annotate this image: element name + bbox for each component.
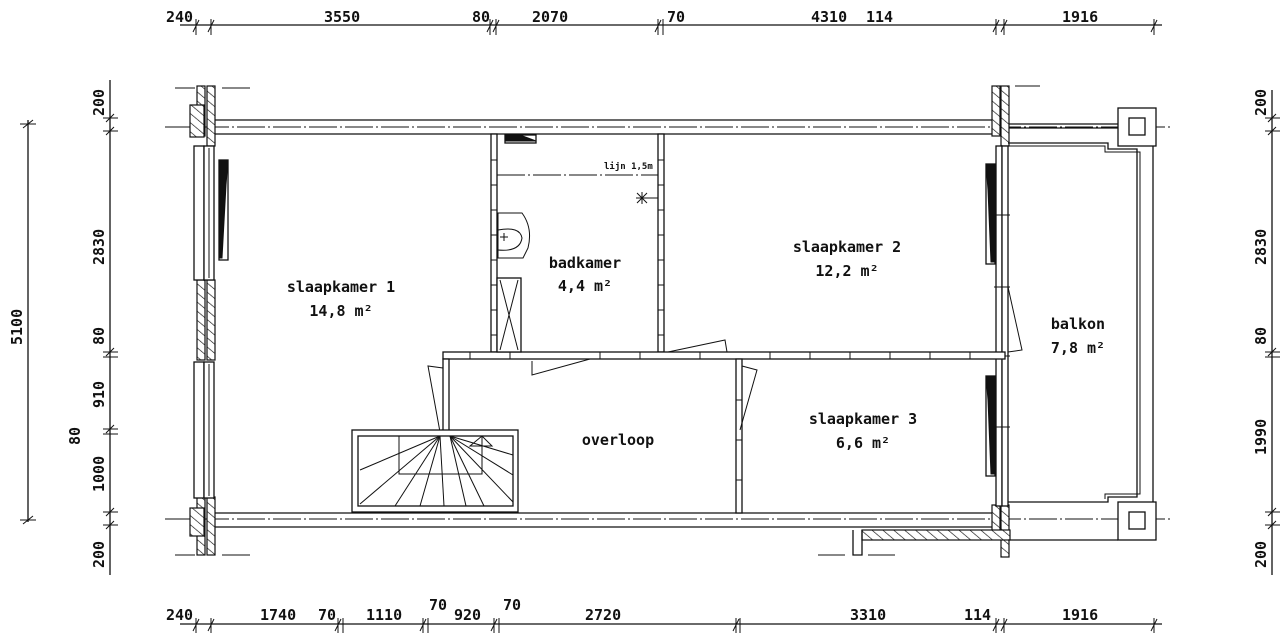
room-overloop: overloop [582, 431, 654, 449]
dim-right-2830: 2830 [1252, 229, 1270, 265]
room-area: 14,8 m² [309, 302, 372, 320]
dim-right-200-top: 200 [1252, 89, 1270, 116]
dim-top-114: 114 [866, 8, 893, 26]
dim-top-70: 70 [667, 8, 685, 26]
top-dimension-line: 240 3550 80 2070 70 4310 114 1916 [166, 8, 1162, 35]
room-name: slaapkamer 2 [793, 238, 901, 256]
dim-top-80: 80 [472, 8, 490, 26]
axis-lines [165, 85, 1170, 556]
bathroom-fixtures [496, 134, 658, 353]
dim-left-80-extra: 80 [66, 427, 84, 445]
dim-bottom-1110: 1110 [366, 606, 402, 624]
dim-top-240: 240 [166, 8, 193, 26]
dim-right-200-bottom: 200 [1252, 541, 1270, 568]
room-balkon: balkon 7,8 m² [1051, 315, 1105, 357]
dim-top-1916: 1916 [1062, 8, 1098, 26]
dim-bottom-1740: 1740 [260, 606, 296, 624]
dim-bottom-70c: 70 [503, 596, 521, 614]
dim-bottom-70b: 70 [429, 596, 447, 614]
dim-top-3550: 3550 [324, 8, 360, 26]
interior-walls [442, 133, 1006, 514]
dim-right-1990: 1990 [1252, 419, 1270, 455]
dim-top-2070: 2070 [532, 8, 568, 26]
dim-left-1000: 1000 [90, 456, 108, 492]
balcony-structure [1008, 107, 1157, 541]
dim-left-5100: 5100 [8, 309, 26, 345]
left-outer-dimension: 5100 80 [8, 119, 84, 525]
dim-bottom-240: 240 [166, 606, 193, 624]
bottom-dimension-line: 240 1740 70 1110 70 920 70 2720 3310 114… [166, 596, 1162, 633]
staircase [351, 429, 519, 513]
room-area: 4,4 m² [558, 277, 612, 295]
dim-left-200-top: 200 [90, 89, 108, 116]
room-name: balkon [1051, 315, 1105, 333]
dim-left-80: 80 [90, 327, 108, 345]
right-dimension: 200 2830 80 1990 200 [1252, 89, 1280, 575]
room-area: 6,6 m² [836, 434, 890, 452]
dim-bottom-2720: 2720 [585, 606, 621, 624]
room-name: badkamer [549, 254, 621, 272]
dim-left-200-bottom: 200 [90, 541, 108, 568]
room-name: overloop [582, 431, 654, 449]
dim-bottom-3310: 3310 [850, 606, 886, 624]
room-name: slaapkamer 1 [287, 278, 395, 296]
dim-bottom-114: 114 [964, 606, 991, 624]
dim-bottom-1916: 1916 [1062, 606, 1098, 624]
room-area: 12,2 m² [815, 262, 878, 280]
left-inner-dimension: 200 2830 80 910 1000 200 [90, 80, 118, 575]
room-name: slaapkamer 3 [809, 410, 917, 428]
room-badkamer: badkamer 4,4 m² lijn 1,5m [549, 161, 653, 295]
outer-walls [189, 85, 1011, 558]
dim-top-4310: 4310 [811, 8, 847, 26]
dim-left-910: 910 [90, 381, 108, 408]
room-slaapkamer-3: slaapkamer 3 6,6 m² [809, 410, 917, 452]
room-slaapkamer-1: slaapkamer 1 14,8 m² [287, 278, 395, 320]
dim-right-80: 80 [1252, 327, 1270, 345]
dim-bottom-70a: 70 [318, 606, 336, 624]
room-area: 7,8 m² [1051, 339, 1105, 357]
dim-left-2830: 2830 [90, 229, 108, 265]
doors [427, 286, 1023, 433]
light-fixture-icon [636, 192, 658, 204]
dim-bottom-920: 920 [454, 606, 481, 624]
radiators [218, 159, 996, 477]
line-annotation: lijn 1,5m [604, 161, 653, 172]
room-slaapkamer-2: slaapkamer 2 12,2 m² [793, 238, 901, 280]
